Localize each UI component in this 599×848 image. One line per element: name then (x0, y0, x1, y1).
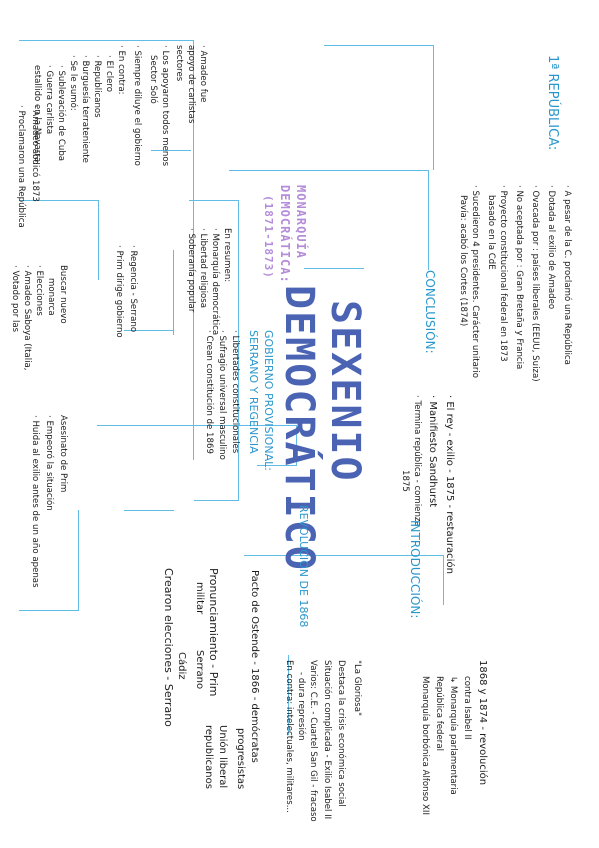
candidatos-item: · Votado por las (10, 265, 20, 333)
prim-item: Asesinato de Prim (58, 415, 68, 493)
monarquia-item: · Amadeo fue (198, 45, 208, 103)
connector-line (19, 610, 79, 612)
monarquia-item: · Guerra carlista (44, 65, 54, 135)
gloriosa-item: Destaca la crisis económica social (336, 660, 346, 807)
gobierno-sub-item: En resumen: (222, 228, 232, 283)
gloriosa-item: - dura represión (296, 672, 306, 741)
connector-line (427, 170, 429, 270)
revolucion-title: REVOLUCIÓN DE 1868 (297, 505, 310, 628)
monarquia-title-2: DEMOCRÁTICA: (278, 185, 292, 284)
gobierno-item: · Libertades constitucionales (230, 330, 240, 454)
connector-line (124, 510, 174, 512)
gobierno-item: · Crean constitución de 1869 (204, 330, 214, 454)
revolucion-pacto: Pacto de Ostende - 1866 - demócratas (249, 570, 260, 763)
candidatos-item: Buscar nuevo (58, 265, 68, 324)
connector-line (432, 45, 434, 170)
conclusion-item: · Manifiesto Sandhurst (427, 395, 438, 508)
connector-line (77, 510, 79, 610)
monarquia-item: · Se le sumó: (68, 55, 78, 111)
monarquia-item: Sector Soló (148, 55, 158, 104)
introduccion-item: 1868 y 1874 - revolución (477, 660, 488, 786)
gobierno-title-2: SERRANO Y REGENCIA (247, 330, 260, 454)
monarquia-item: · Burguesía terrateniente (80, 55, 90, 163)
connector-line (151, 150, 191, 152)
republica-title: 1ª REPÚBLICA: (545, 55, 560, 151)
republica-item: · A pesar de la C. proclamó una Repúblic… (562, 185, 572, 365)
republica-item: · No aceptada por : Gran Bretaña y Franc… (514, 185, 524, 370)
connector-line (229, 170, 429, 172)
gobierno-sub-item: · Soberanía popular (186, 228, 196, 313)
prim-item: · Empeoró la situación (44, 415, 54, 511)
gloriosa-item: Situación complicada - Exilio Isabel II (322, 660, 332, 820)
introduccion-item: República federal (434, 676, 444, 751)
revolucion-pacto-b: progresistas (235, 728, 246, 790)
monarquia-item: · Sublevación de Cuba (56, 65, 66, 162)
candidatos-item: · Elecciones (34, 265, 44, 316)
gobierno-sub2-item: · Regencia - Serrano (128, 245, 138, 333)
monarquia-years: (1871-1873) (262, 195, 275, 279)
monarquia-item: · Proclamaron una República (16, 105, 26, 228)
gobierno-title: GOBIERNO PROVISIONAL: (262, 330, 275, 471)
revolucion-pron-d: Cádiz (176, 652, 187, 680)
revolucion-pron-c: Serrano (194, 650, 205, 690)
monarquia-item: · En contra: (116, 45, 126, 95)
main-title-line1: SEXENIO (322, 300, 368, 483)
connector-line (172, 250, 174, 335)
gobierno-sub2-item: · Prim dirige gobierno (114, 245, 124, 338)
republica-item: Pavía: acabó los Cortes (1874) (458, 195, 468, 327)
gobierno-sub-item: · Libertad religiosa (198, 228, 208, 308)
monarquia-item: · Amadeo abdicó 1873 (30, 105, 40, 202)
connector-line (304, 268, 364, 270)
connector-line (194, 500, 239, 502)
conclusion-title: CONCLUSIÓN: (423, 270, 437, 354)
monarquia-item: apoyo de carlistas (186, 45, 196, 124)
monarquia-item: · Republicanos (92, 55, 102, 118)
connector-line (19, 40, 194, 42)
connector-line (97, 200, 99, 280)
republica-item: · Ovacada por : países liberales (EEUU, … (530, 185, 540, 382)
candidatos-item: monarca (46, 278, 56, 316)
gobierno-sub-item: · Monarquía democrática (210, 228, 220, 336)
introduccion-item: Monarquía borbónica Alfonso XII (420, 676, 430, 815)
revolucion-pacto-d: republicanos (203, 725, 214, 789)
introduccion-item: ↳ Monarquía parlamentaria (448, 676, 458, 795)
introduccion-item: contra Isabel II (462, 676, 472, 740)
gobierno-item: · Sufragio universal masculino (217, 330, 227, 460)
prim-item: · Huida al exilio antes de un año apenas (30, 415, 40, 588)
conclusion-item: · El rey - exilio - 1875 - restauración (444, 395, 455, 574)
introduccion-title: INTRODUCCIÓN: (408, 520, 422, 619)
revolucion-pron-b: militar (194, 582, 205, 615)
conclusion-item: · Termina república - comienza (412, 395, 422, 527)
conclusion-item: 1875 (400, 470, 410, 492)
republica-item: basado en la CdE (486, 195, 496, 270)
monarquia-item: sectores (174, 45, 184, 82)
revolucion-elec: Crearon elecciones - Serrano (162, 568, 175, 727)
republica-item: · Proyecto constitucional federal en 187… (498, 185, 508, 362)
republica-item: · Dotada al exilio de Amadeo (546, 185, 556, 310)
candidatos-item: · Amadeo Saboya (Italia, (22, 265, 32, 371)
gloriosa-item: "La Gloriosa" (352, 660, 362, 716)
monarquia-item: · Siempre diluye el gobierno (132, 45, 142, 166)
monarquia-item: · El clero (104, 55, 114, 93)
republica-item: · Sucedieron 4 presidentes. Carácter uni… (470, 185, 480, 379)
monarquia-title: MONARQUÍA (294, 185, 308, 260)
connector-line (324, 45, 434, 47)
connector-line (189, 200, 199, 202)
gloriosa-item: En contra: intelectuales, militares... (284, 660, 294, 813)
revolucion-pron: Pronunciamiento - Prim (207, 568, 220, 697)
gloriosa-item: Varios: C.E. - Cuartel San Gil - fracaso (308, 660, 318, 822)
monarquia-item: · Los apoyaron todos menos (160, 45, 170, 167)
revolucion-pacto-c: Unión liberal (217, 725, 228, 789)
